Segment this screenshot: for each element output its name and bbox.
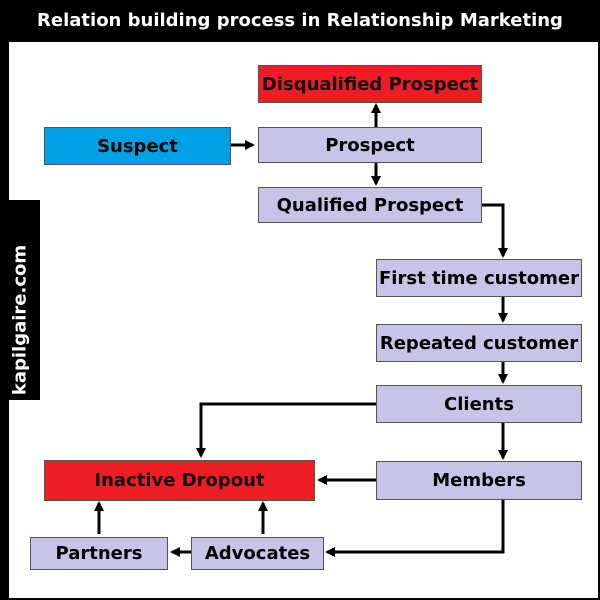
node-qualified-prospect: Qualified Prospect — [258, 187, 482, 223]
node-members: Members — [376, 461, 582, 500]
node-advocates: Advocates — [191, 537, 324, 570]
diagram-title: Relation building process in Relationshi… — [37, 10, 563, 31]
watermark-tab — [0, 200, 40, 400]
node-partners: Partners — [30, 537, 168, 570]
node-suspect: Suspect — [44, 127, 231, 165]
node-prospect: Prospect — [258, 127, 482, 163]
node-clients: Clients — [376, 385, 582, 423]
node-inactive-dropout: Inactive Dropout — [44, 460, 315, 501]
node-first-time-customer: First time customer — [376, 259, 582, 297]
node-repeated-customer: Repeated customer — [376, 324, 582, 362]
node-disqualified-prospect: Disqualified Prospect — [258, 65, 482, 103]
edge-clients-inactive — [196, 402, 376, 458]
edge-qualified-firsttime — [482, 203, 508, 258]
edge-members-advocates — [325, 500, 505, 557]
